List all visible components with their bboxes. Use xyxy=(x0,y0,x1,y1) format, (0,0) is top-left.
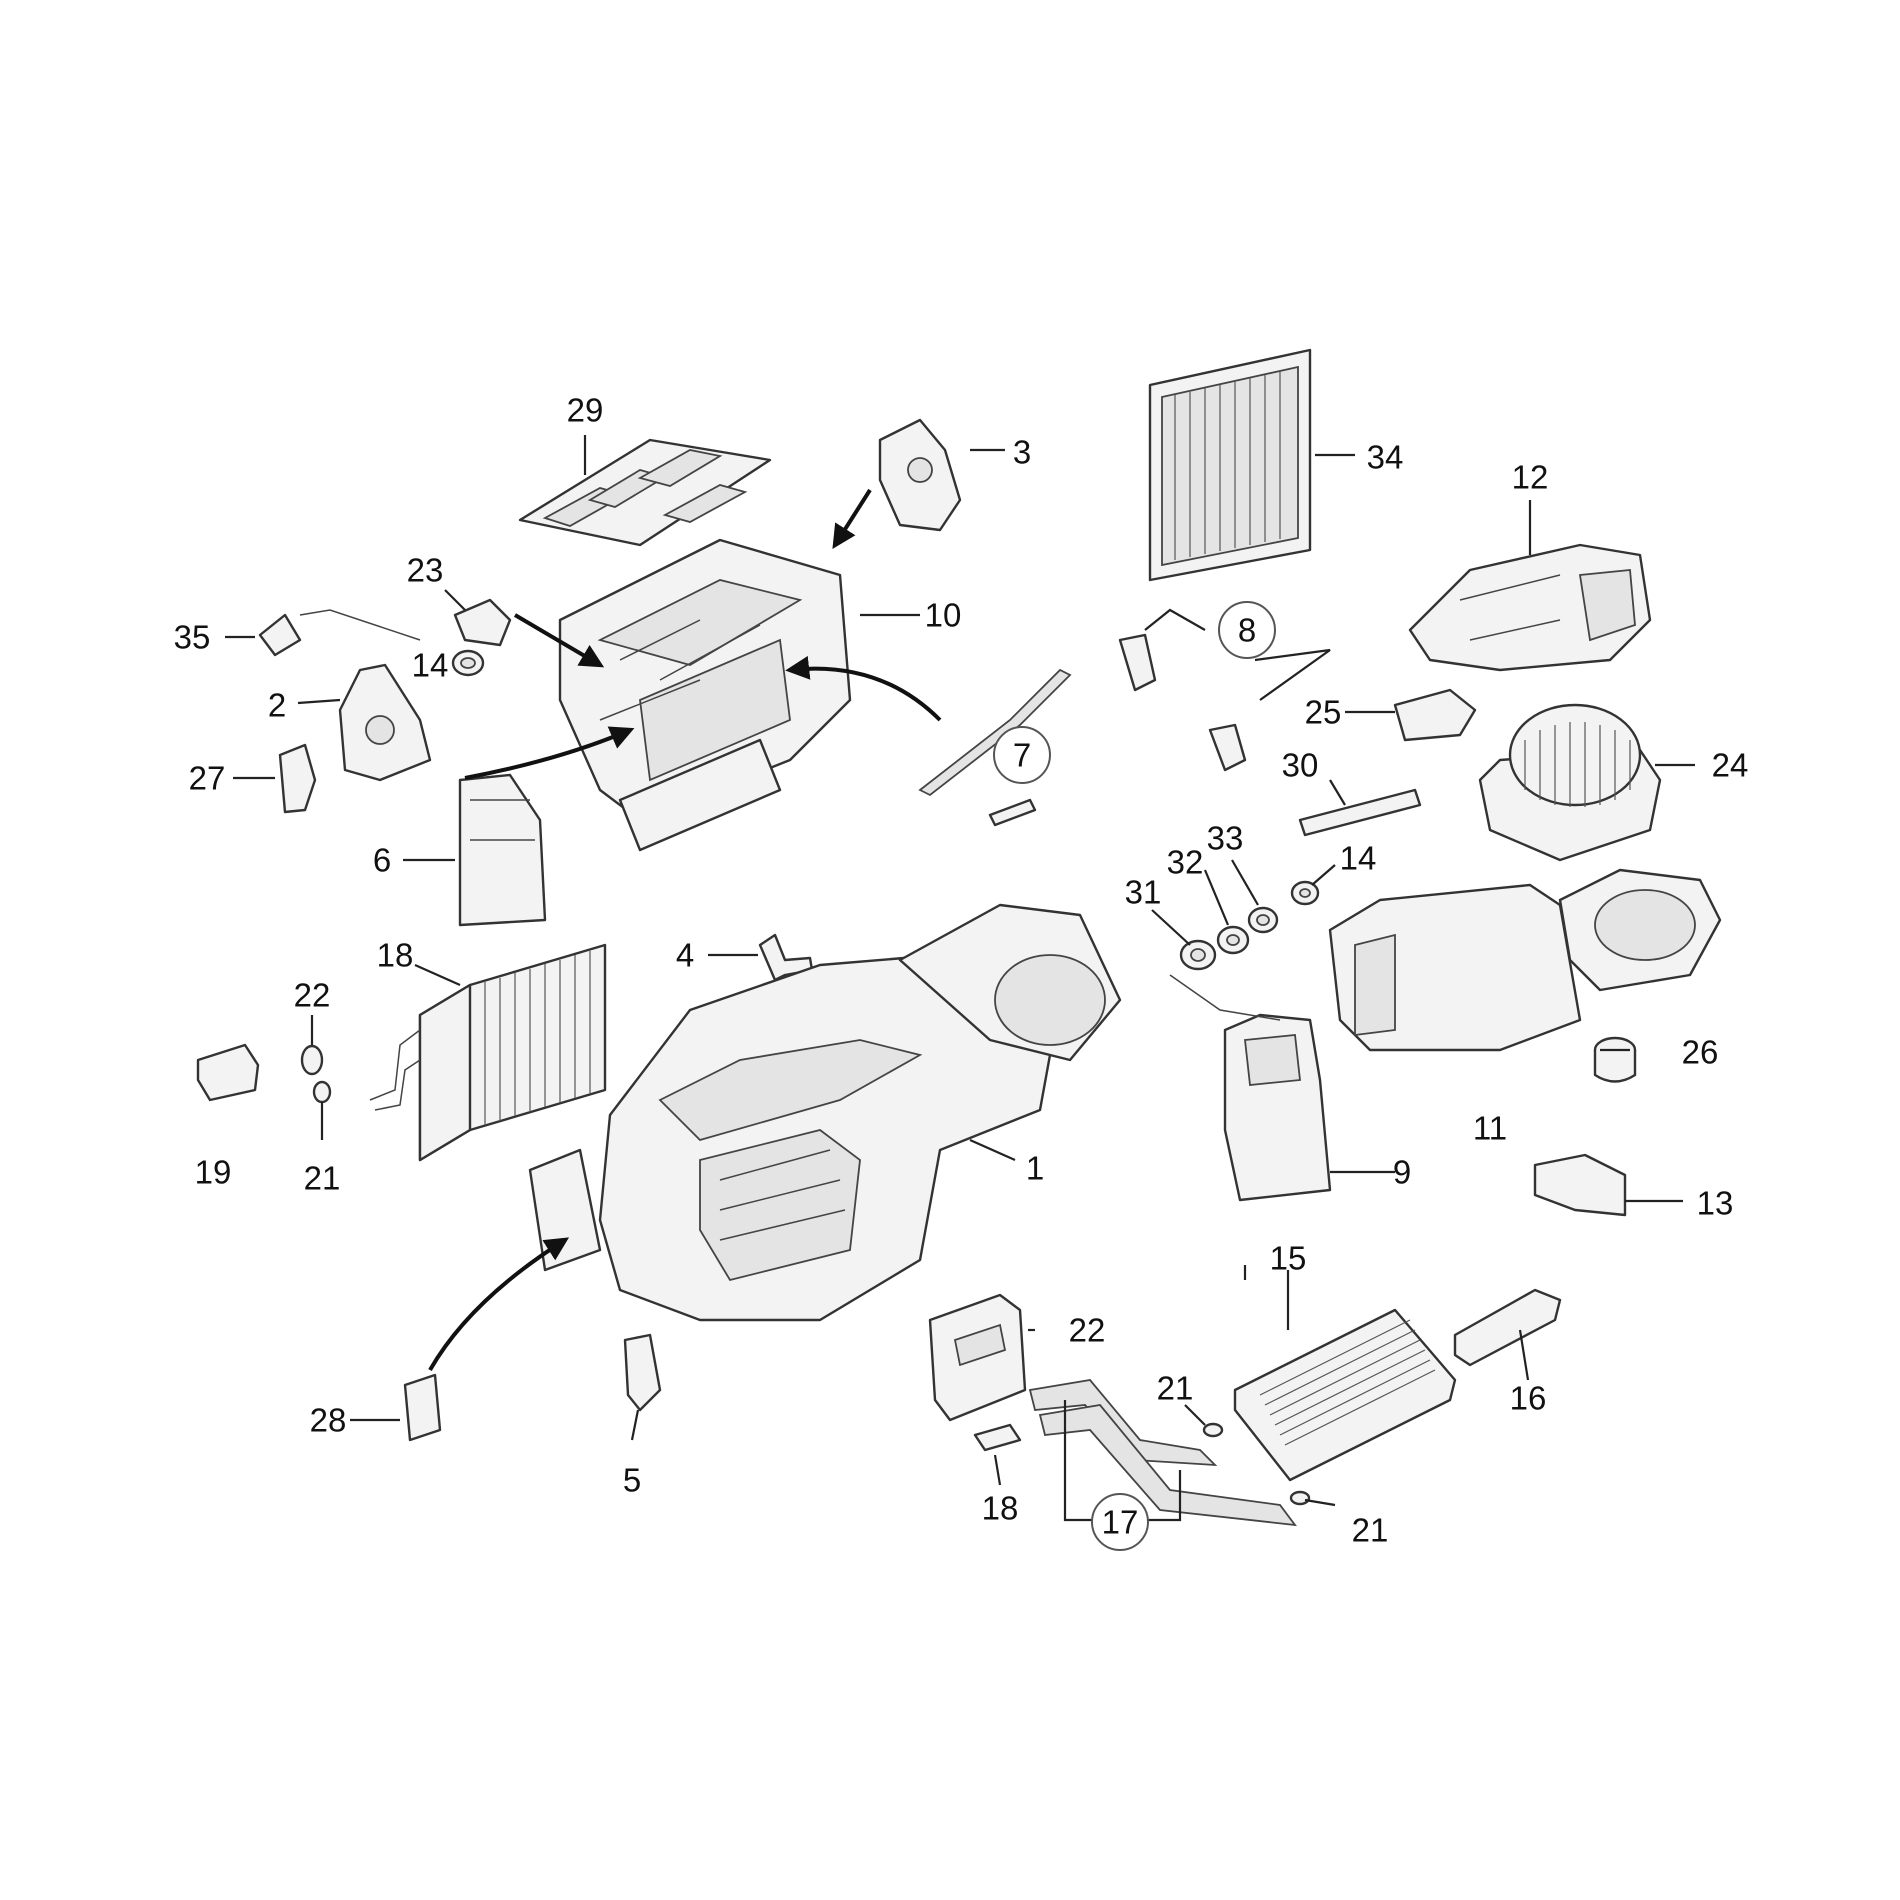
bubble-7 xyxy=(993,726,1051,784)
part-mounting-bracket xyxy=(403,1373,442,1442)
part-small-actuator xyxy=(453,598,512,647)
callout-bubbles xyxy=(993,601,1276,1551)
part-actuator-bracket xyxy=(878,418,962,532)
part-clip xyxy=(258,613,302,657)
part-seal-strip xyxy=(1298,788,1422,837)
part-blower-motor xyxy=(1478,703,1662,862)
callout-4: 4 xyxy=(676,937,694,974)
callout-32: 30 xyxy=(1282,747,1319,784)
callout-22: 22 xyxy=(294,977,331,1014)
callout-15: 15 xyxy=(1270,1240,1307,1277)
callout-29: 27 xyxy=(189,760,226,797)
callout-26: 24 xyxy=(1712,747,1749,784)
callout-11: 11 xyxy=(1473,1110,1507,1147)
part-expansion-valve xyxy=(196,1043,260,1102)
part-drain-tube xyxy=(918,668,1072,827)
callout-31: 29 xyxy=(567,392,604,429)
callout-21-upper: 21 xyxy=(1157,1370,1194,1407)
part-grommet-top xyxy=(451,649,485,677)
callout-16: 16 xyxy=(1510,1380,1547,1417)
assembly-arrows xyxy=(428,488,942,1371)
part-heater-core xyxy=(1233,1308,1457,1482)
callout-33: 31 xyxy=(1125,874,1162,911)
callout-21-lower: 21 xyxy=(1352,1512,1389,1549)
callout-34: 32 xyxy=(1167,844,1204,881)
callout-12: 12 xyxy=(1512,459,1549,496)
part-o-rings xyxy=(300,1044,332,1104)
part-blower-housing xyxy=(1328,868,1722,1052)
part-bracket xyxy=(1533,1153,1627,1217)
part-evaporator xyxy=(369,943,607,1162)
part-heater-core-cover xyxy=(1453,1288,1562,1367)
callout-35: 33 xyxy=(1207,820,1244,857)
bubble-17 xyxy=(1091,1493,1149,1551)
callout-18: 18 xyxy=(982,1490,1019,1527)
part-bushings xyxy=(1179,880,1320,971)
callout-9: 9 xyxy=(1393,1154,1411,1191)
callout-14-lower: 14 xyxy=(1340,840,1377,877)
part-heater-pipes xyxy=(1028,1379,1297,1527)
callout-17: 17 xyxy=(1102,1504,1139,1541)
part-retaining-clip xyxy=(623,1333,662,1412)
callout-27: 25 xyxy=(1305,694,1342,731)
part-blower-outlet-duct xyxy=(1223,1013,1332,1202)
part-blower-resistor xyxy=(1393,688,1477,742)
callout-20: 19 xyxy=(195,1154,232,1191)
callout-37: 35 xyxy=(174,619,211,656)
callout-10: 10 xyxy=(925,597,962,634)
part-air-duct xyxy=(458,773,547,927)
callout-25: 23 xyxy=(407,552,444,589)
callout-19: 18 xyxy=(377,937,414,974)
part-cabin-air-filter xyxy=(1148,348,1312,582)
callout-2: 2 xyxy=(268,687,286,724)
callout-24: 22 xyxy=(1069,1312,1106,1349)
part-upper-hvac-housing xyxy=(558,538,852,852)
part-blower-upper-cover xyxy=(1408,543,1652,672)
part-flap-levers xyxy=(1118,633,1247,772)
callout-8: 8 xyxy=(1238,612,1256,649)
part-grommet xyxy=(1593,1036,1637,1083)
callout-36: 34 xyxy=(1367,439,1404,476)
part-door-seal xyxy=(928,1293,1027,1422)
leader-lines xyxy=(225,435,1695,1522)
bubble-8 xyxy=(1218,601,1276,659)
callout-13: 13 xyxy=(1697,1185,1734,1222)
part-main-hvac-assembly xyxy=(528,903,1122,1322)
callout-30: 28 xyxy=(310,1402,347,1439)
callout-14-upper: 14 xyxy=(412,647,449,684)
callout-5: 5 xyxy=(623,1462,641,1499)
callout-1: 1 xyxy=(1026,1150,1044,1187)
part-mode-actuator xyxy=(338,663,432,782)
callout-23: 21 xyxy=(304,1160,341,1197)
part-clamp xyxy=(973,1423,1022,1452)
callout-7: 7 xyxy=(1013,737,1031,774)
part-sensor xyxy=(278,743,317,814)
callout-28: 26 xyxy=(1682,1034,1719,1071)
part-air-outlet-grille xyxy=(518,438,772,547)
callout-labels: 29 3 34 12 10 35 23 14 8 2 27 7 25 24 30… xyxy=(174,392,1749,1549)
callout-3: 3 xyxy=(1013,434,1031,471)
callout-6: 6 xyxy=(373,842,391,879)
part-o-rings-heater xyxy=(1202,1422,1311,1506)
